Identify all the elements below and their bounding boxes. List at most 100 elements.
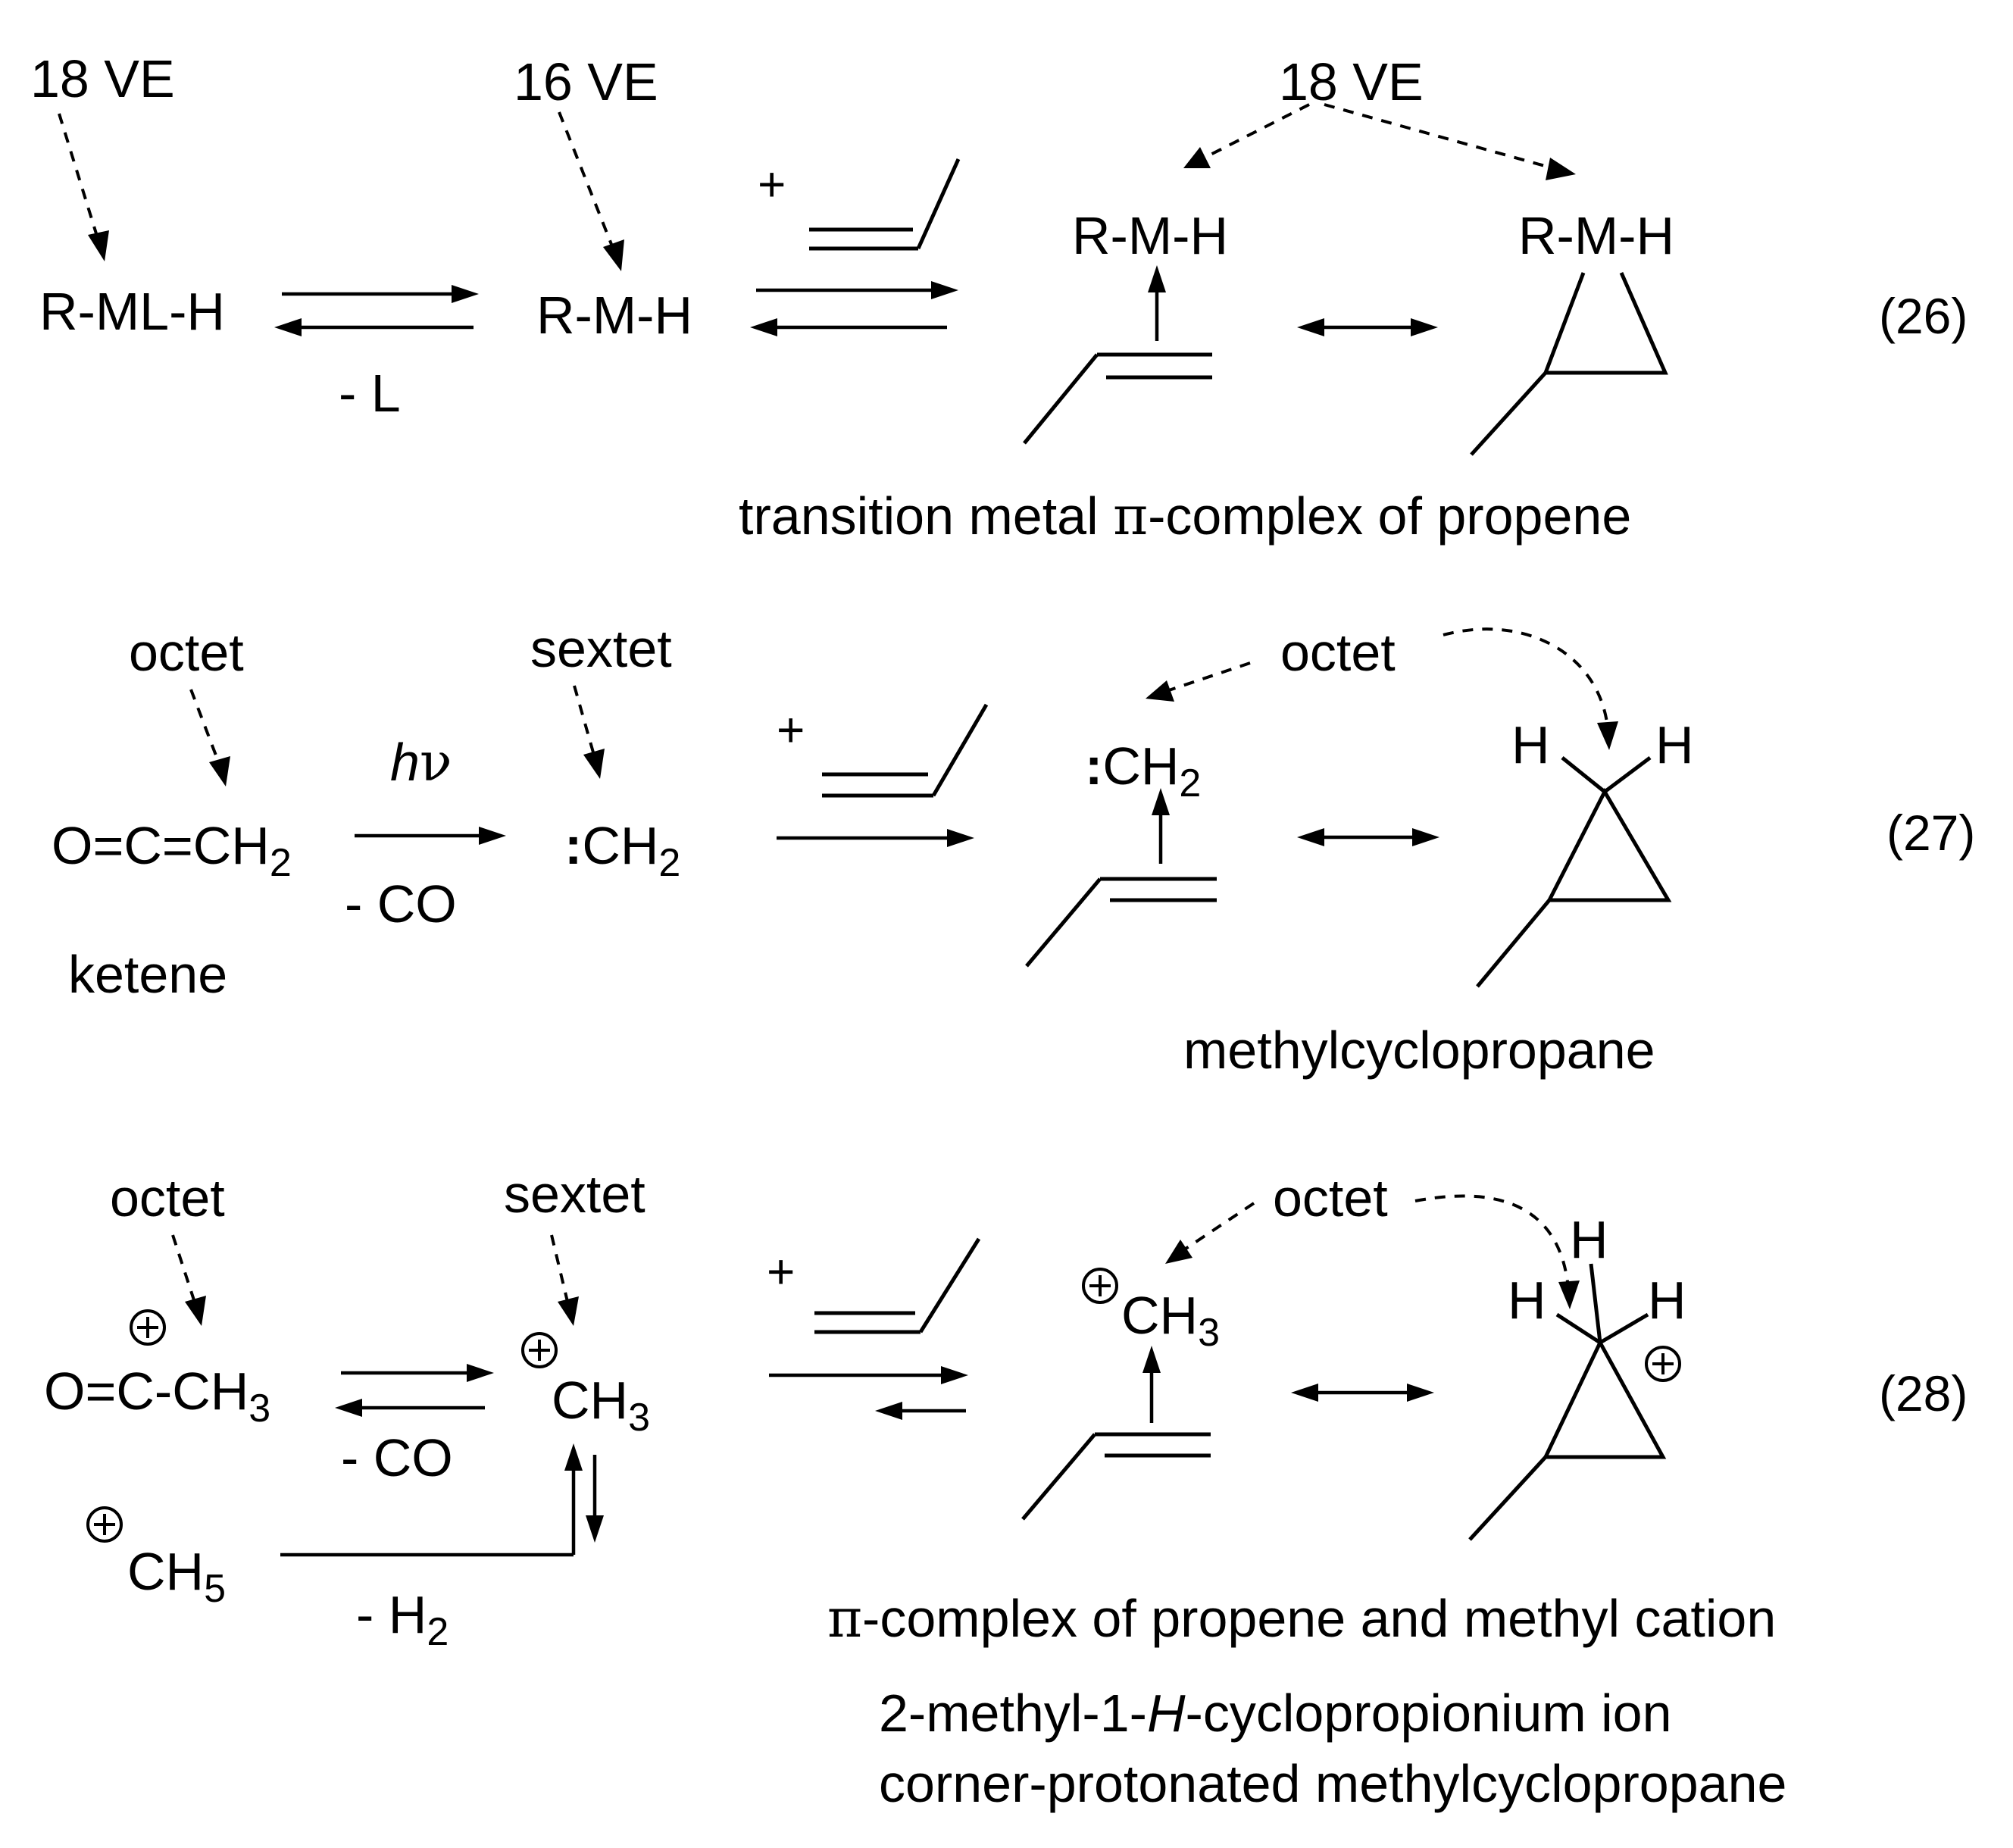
pointer-arrow (1414, 1194, 1570, 1289)
ketene-name: ketene (68, 945, 227, 1004)
propene-methyl-bond (918, 1237, 981, 1334)
c-h-bond (1589, 1263, 1602, 1343)
complex-rmh: R-M-H (1072, 206, 1228, 265)
ion-name: 2-methyl-1-H-cyclopropionium ion (879, 1684, 1672, 1743)
loss-h2: - H2 (356, 1585, 449, 1654)
positive-charge-icon (1082, 1268, 1118, 1304)
arrowhead (750, 318, 777, 336)
arrowhead (1291, 1384, 1318, 1402)
ve-label-left: 18 VE (30, 49, 175, 108)
ketene-formula: O=C=CH2 (52, 816, 292, 885)
caption-26: transition metal π-complex of propene (739, 485, 1631, 547)
arrowhead (1546, 158, 1576, 180)
hydrogen-top: H (1570, 1210, 1608, 1269)
hydrogen-left: H (1508, 1271, 1546, 1330)
arrowhead (941, 1366, 968, 1384)
plus-sign: + (767, 1244, 795, 1299)
arrowhead (947, 829, 974, 847)
ve-label-middle: 16 VE (514, 52, 658, 111)
octet-label-left: octet (129, 623, 244, 682)
equation-number-28: (28) (1879, 1365, 1968, 1421)
arrowhead (931, 281, 958, 299)
arrowhead (583, 749, 605, 779)
loss-ligand: - L (339, 364, 401, 423)
complex-methyl-cation: CH3 (1121, 1286, 1220, 1355)
octet-label-right: octet (1273, 1168, 1388, 1227)
c-h-bond (1561, 756, 1606, 793)
arrowhead (1407, 1384, 1434, 1402)
octet-label-right: octet (1280, 623, 1396, 682)
arrowhead (1152, 788, 1170, 815)
plus-sign: + (758, 157, 786, 211)
pointer-arrow (1443, 627, 1609, 728)
pointer-arrow (558, 111, 615, 251)
sextet-label: sextet (530, 619, 672, 678)
equation-26: 18 VE 16 VE 18 VE R-ML-H - L R-M-H + R-M… (30, 49, 1968, 547)
arrowhead (586, 1515, 604, 1543)
arrowhead (1558, 1280, 1580, 1309)
positive-charge-icon (521, 1332, 558, 1368)
pointer-arrow (1324, 103, 1554, 170)
metallacycle-rmh: R-M-H (1518, 206, 1674, 265)
arrowhead (467, 1364, 494, 1382)
reactant-rml-h: R-ML-H (39, 282, 225, 341)
alkene-methyl-bond (1021, 1433, 1096, 1521)
arrowhead (1142, 1346, 1161, 1373)
intermediate-rmh: R-M-H (536, 286, 692, 345)
arrowhead (1411, 318, 1438, 336)
plus-sign: + (777, 702, 805, 757)
c-h-bond (1599, 1312, 1649, 1345)
arrowhead (1165, 1240, 1192, 1264)
sextet-label: sextet (504, 1165, 645, 1224)
ion-name-line2: corner-protonated methylcyclopropane (879, 1754, 1786, 1813)
positive-charge-icon (130, 1309, 166, 1346)
metallacycle-ring (1543, 271, 1668, 375)
c-h-bond (1555, 1312, 1602, 1345)
positive-charge-icon (1645, 1346, 1681, 1382)
arrowhead (558, 1296, 579, 1326)
c-h-bond (1603, 756, 1652, 793)
light-label: hν (390, 731, 452, 793)
arrowhead (479, 827, 506, 845)
ring-methyl-bond (1468, 1456, 1547, 1541)
cyclopropane-ring (1546, 787, 1672, 902)
product-name: methylcyclopropane (1183, 1021, 1655, 1080)
loss-co: - CO (345, 874, 457, 933)
equation-number-27: (27) (1886, 805, 1975, 861)
positive-charge-icon (86, 1506, 123, 1543)
pointer-arrow (573, 685, 596, 758)
arrowhead (185, 1296, 206, 1326)
arrowhead (1297, 318, 1324, 336)
hydrogen-right: H (1648, 1271, 1686, 1330)
acylium-formula: O=C-CH3 (44, 1362, 270, 1431)
arrowhead (335, 1399, 362, 1417)
pointer-arrow (1182, 1202, 1255, 1252)
cyclopropane-ring (1543, 1338, 1667, 1459)
ring-methyl-bond (1476, 899, 1551, 988)
arrowhead (1412, 828, 1439, 846)
arrowhead (1148, 265, 1166, 292)
pointer-arrow (1204, 103, 1310, 159)
propene-methyl-bond (916, 158, 961, 250)
arrowhead (1597, 721, 1618, 750)
hydrogen-left: H (1511, 715, 1550, 774)
pointer-arrow (550, 1234, 570, 1305)
arrowhead (1297, 828, 1324, 846)
ve-label-right: 18 VE (1279, 52, 1424, 111)
complex-carbene: :CH2 (1085, 736, 1201, 805)
ring-methyl-bond (1470, 371, 1547, 456)
arrowhead (88, 230, 109, 261)
methonium-ion: CH5 (127, 1542, 226, 1611)
alkene-methyl-bond (1023, 353, 1099, 445)
arrowhead (603, 239, 624, 271)
equation-28: octet O=C-CH3 - CO sextet CH3 (44, 1165, 1968, 1813)
loss-co: - CO (341, 1428, 453, 1487)
pointer-arrow (171, 1234, 197, 1305)
caption-28: π-complex of propene and methyl cation (827, 1587, 1776, 1649)
alkene-methyl-bond (1025, 877, 1102, 968)
hydrogen-right: H (1655, 715, 1694, 774)
pointer-arrow (189, 689, 221, 766)
methyl-cation: CH3 (552, 1371, 650, 1440)
pointer-arrow (1166, 661, 1251, 693)
octet-label-left: octet (110, 1168, 225, 1227)
